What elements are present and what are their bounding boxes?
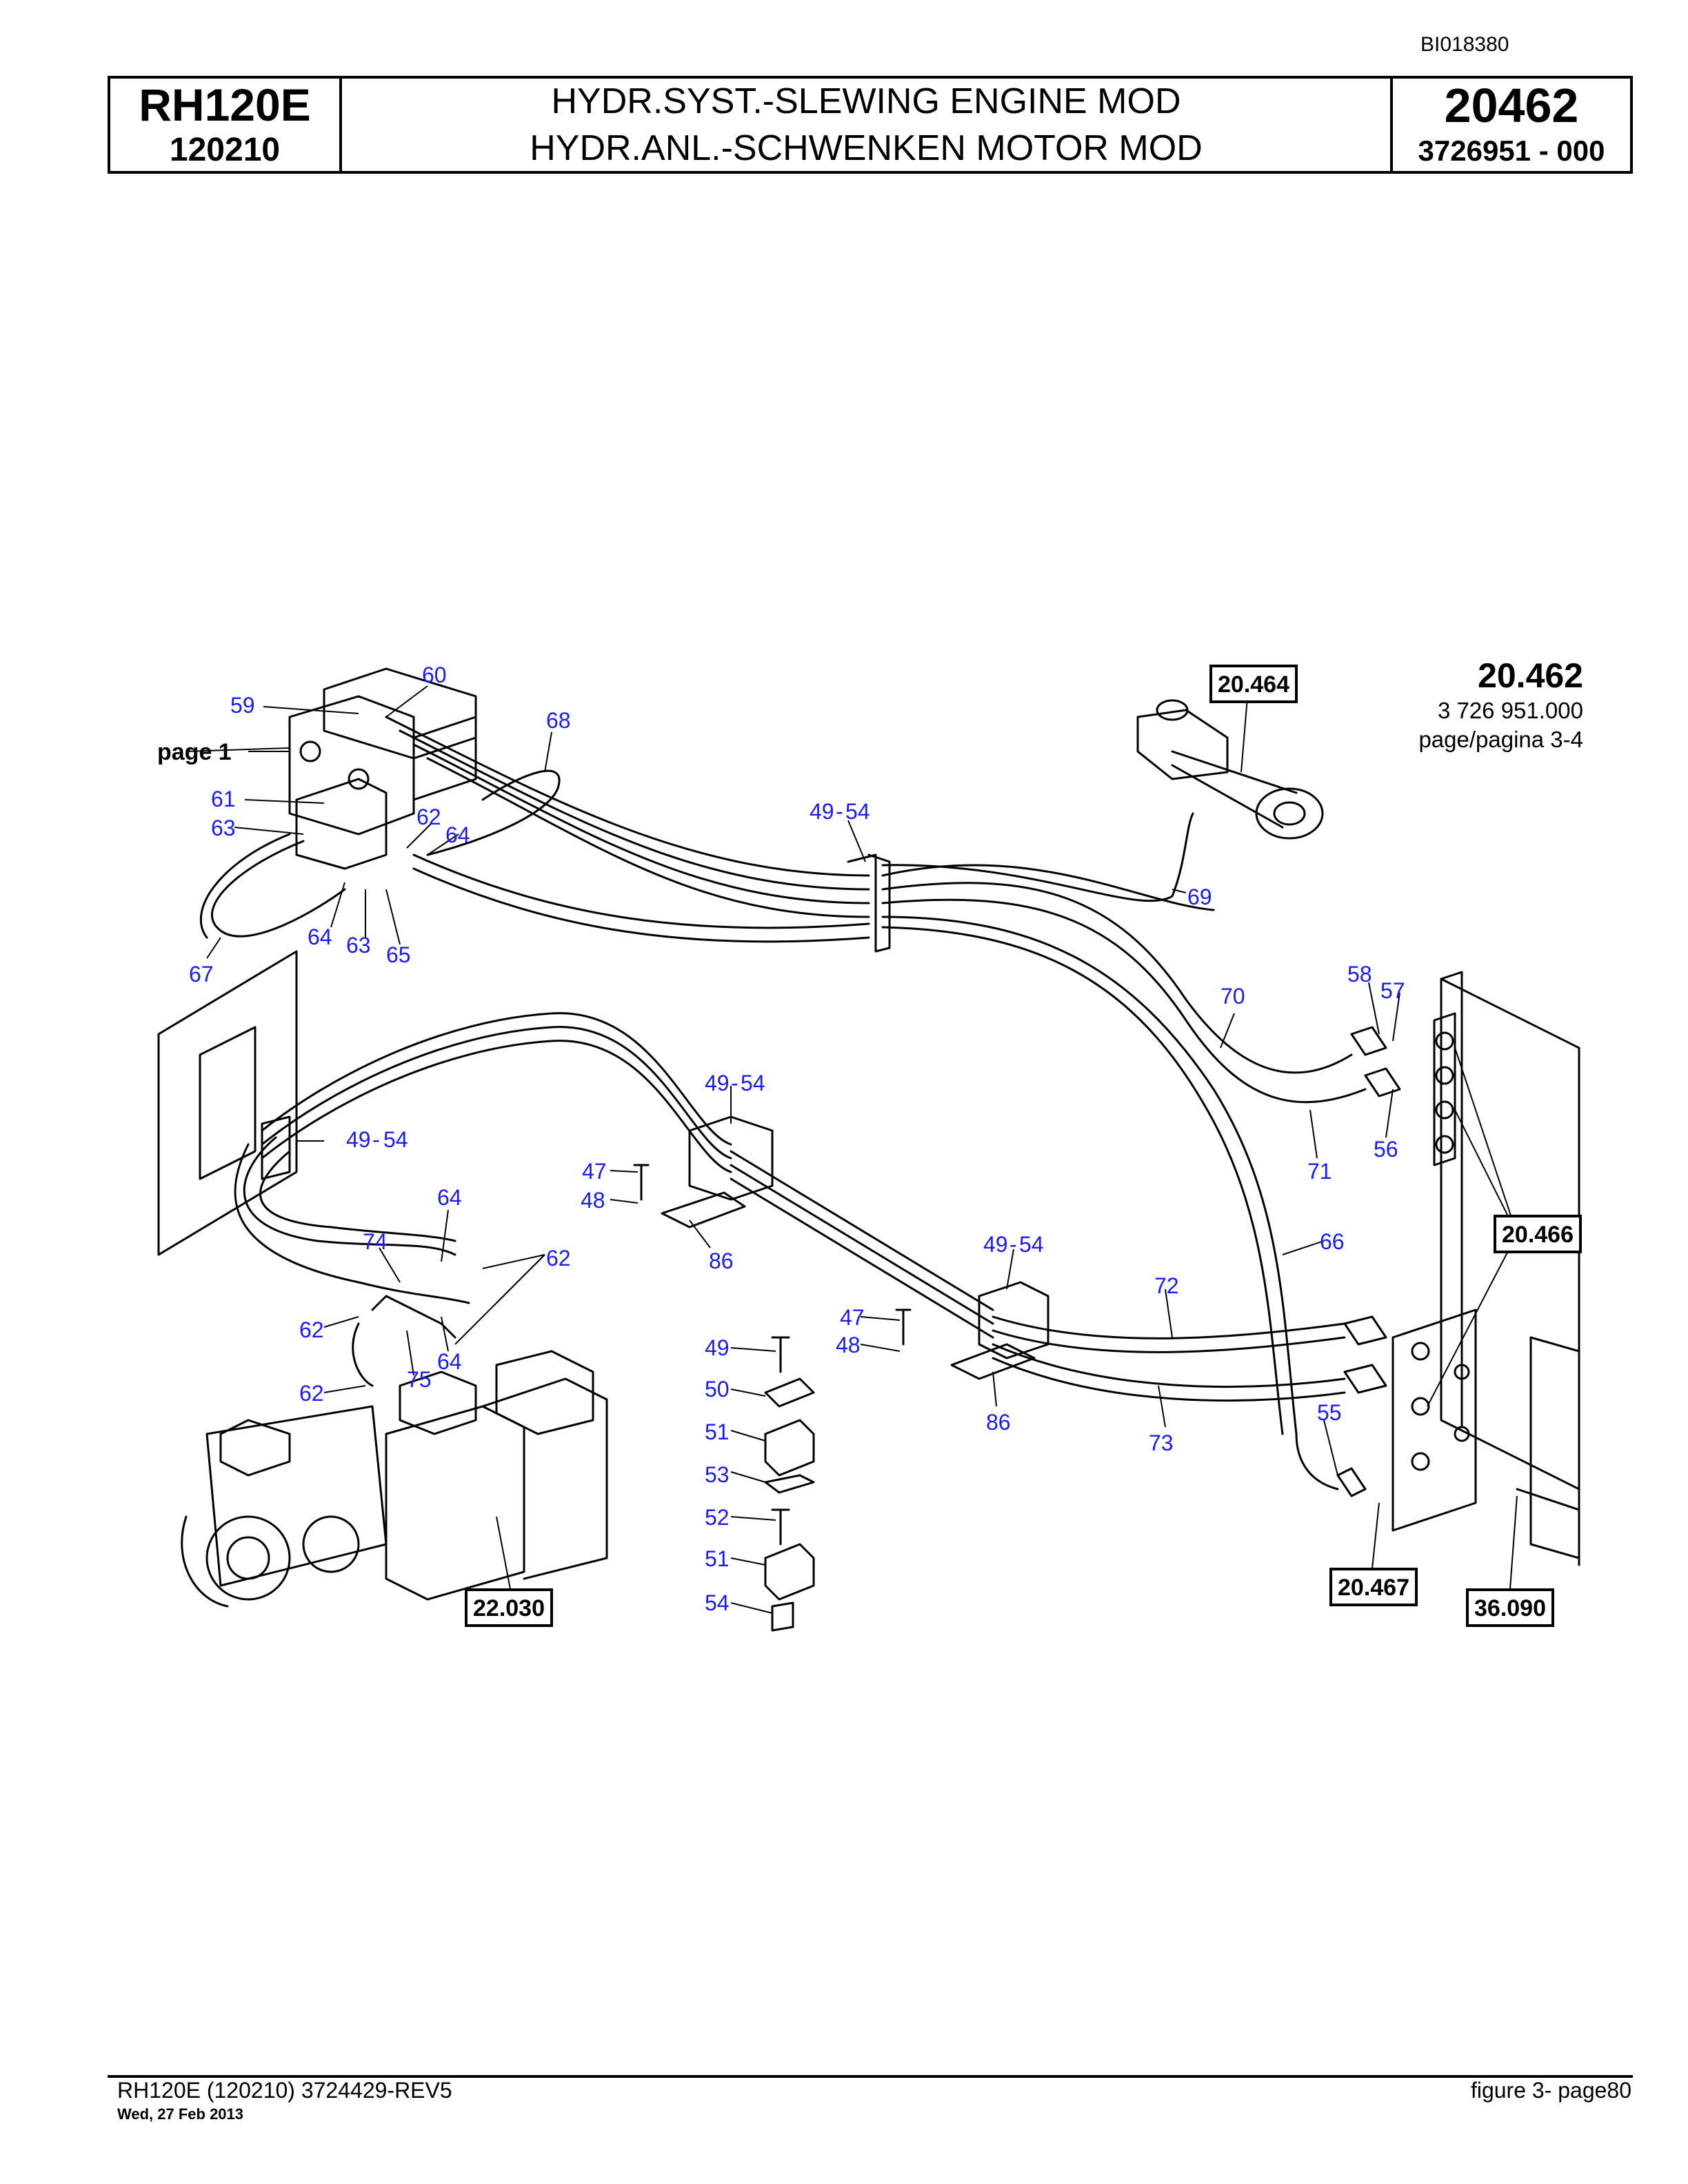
figure-ref-part: 3 726 951.000 xyxy=(1437,698,1583,723)
callout-55: 55 xyxy=(1317,1400,1342,1425)
callout-62: 62 xyxy=(416,805,441,829)
callout-53: 53 xyxy=(705,1462,730,1487)
ref-box-20-464[interactable]: 20.464 xyxy=(1218,671,1289,698)
ref-box-20-467[interactable]: 20.467 xyxy=(1338,1575,1409,1601)
footer-document: RH120E (120210) 3724429-REV5 xyxy=(117,2078,452,2103)
callout-52: 52 xyxy=(705,1505,730,1530)
callout-51: 51 xyxy=(705,1419,730,1444)
callout-48: 48 xyxy=(836,1333,861,1357)
callout-64: 64 xyxy=(308,924,332,949)
callout-51: 51 xyxy=(705,1546,730,1571)
callout-65: 65 xyxy=(386,942,411,967)
callout-74: 74 xyxy=(363,1229,388,1254)
callout-54: 54 xyxy=(705,1590,730,1615)
callout-48: 48 xyxy=(581,1188,605,1213)
callout-68: 68 xyxy=(546,708,571,733)
callout-47: 47 xyxy=(840,1305,865,1330)
callout-49: 49 xyxy=(810,799,834,824)
page-label: page 1 xyxy=(157,739,232,765)
callout-59: 59 xyxy=(230,693,255,718)
model-cell: RH120E 120210 xyxy=(110,79,342,171)
callout-54: 54 xyxy=(741,1071,765,1095)
callout-56: 56 xyxy=(1374,1137,1398,1162)
callout-dash: - xyxy=(1009,1232,1017,1257)
callout-50: 50 xyxy=(705,1377,730,1402)
footer-page: figure 3- page80 xyxy=(1470,2078,1631,2103)
footer-date: Wed, 27 Feb 2013 xyxy=(117,2105,244,2123)
figure-number: 20462 xyxy=(1444,79,1579,132)
figure-ref-pages: page/pagina 3-4 xyxy=(1418,727,1583,752)
figure-cell: 20462 3726951 - 000 xyxy=(1393,79,1630,171)
callout-49: 49 xyxy=(983,1232,1008,1257)
callout-75: 75 xyxy=(407,1367,432,1392)
callout-67: 67 xyxy=(189,962,214,987)
callout-49: 49 xyxy=(705,1335,730,1360)
callout-54: 54 xyxy=(845,799,870,824)
ref-box-20-466[interactable]: 20.466 xyxy=(1502,1222,1574,1248)
ref-box-22-030[interactable]: 22.030 xyxy=(473,1595,545,1621)
part-number: 3726951 - 000 xyxy=(1418,134,1605,167)
document-id: BI018380 xyxy=(1420,33,1509,56)
title-cell: HYDR.SYST.-SLEWING ENGINE MOD HYDR.ANL.-… xyxy=(342,79,1393,171)
callout-49: 49 xyxy=(705,1071,730,1095)
title-german: HYDR.ANL.-SCHWENKEN MOTOR MOD xyxy=(530,128,1203,168)
callout-70: 70 xyxy=(1220,984,1245,1009)
callout-66: 66 xyxy=(1320,1229,1345,1254)
callout-dash: - xyxy=(372,1127,380,1152)
callout-58: 58 xyxy=(1347,962,1372,987)
callout-57: 57 xyxy=(1380,978,1405,1003)
figure-ref-number: 20.462 xyxy=(1478,656,1583,695)
footer-divider xyxy=(108,2075,1633,2078)
callout-63: 63 xyxy=(211,816,236,840)
callout-49: 49 xyxy=(346,1127,371,1152)
callout-47: 47 xyxy=(582,1159,607,1184)
callout-64: 64 xyxy=(445,822,470,847)
callout-60: 60 xyxy=(422,663,447,687)
figure-reference: 20.462 3 726 951.000 page/pagina 3-4 xyxy=(1418,655,1583,754)
title-english: HYDR.SYST.-SLEWING ENGINE MOD xyxy=(551,81,1181,121)
callout-71: 71 xyxy=(1307,1159,1332,1184)
callout-dash: - xyxy=(731,1071,738,1095)
callout-86: 86 xyxy=(986,1410,1011,1435)
callout-69: 69 xyxy=(1187,884,1212,909)
callout-64: 64 xyxy=(437,1185,462,1210)
callout-73: 73 xyxy=(1149,1430,1174,1455)
model-name: RH120E xyxy=(139,79,311,130)
callout-54: 54 xyxy=(1019,1232,1044,1257)
callout-54: 54 xyxy=(383,1127,408,1152)
callout-64: 64 xyxy=(437,1349,462,1374)
callout-dash: - xyxy=(836,799,843,824)
ref-box-36-090[interactable]: 36.090 xyxy=(1474,1595,1546,1621)
serial-number: 120210 xyxy=(169,132,281,168)
callout-62: 62 xyxy=(546,1246,571,1271)
callout-61: 61 xyxy=(211,787,236,811)
callout-63: 63 xyxy=(346,933,371,958)
callout-62: 62 xyxy=(299,1317,324,1342)
callout-86: 86 xyxy=(709,1248,734,1273)
callout-72: 72 xyxy=(1154,1273,1179,1298)
title-block: RH120E 120210 HYDR.SYST.-SLEWING ENGINE … xyxy=(108,76,1633,174)
callout-62: 62 xyxy=(299,1381,324,1406)
